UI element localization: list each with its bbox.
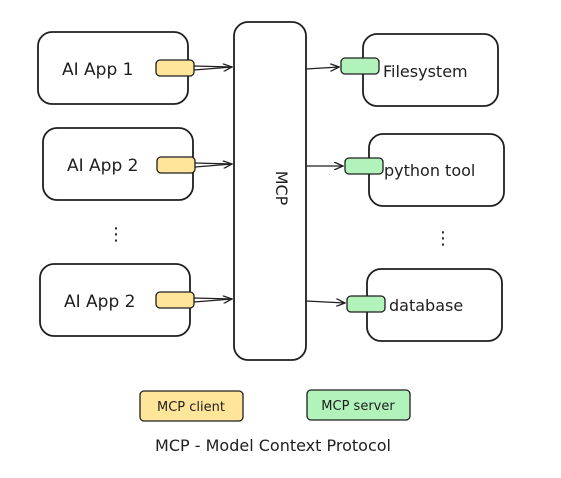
diagram-caption: MCP - Model Context Protocol <box>155 436 391 455</box>
server-arrow-3 <box>305 301 345 303</box>
mcp-client-connector <box>155 59 195 77</box>
server-node-database: database <box>346 268 503 342</box>
mcp-client-connector <box>155 291 195 309</box>
server-node-filesystem: Filesystem <box>340 33 499 107</box>
ai-app-label: AI App 2 <box>67 156 138 176</box>
legend-client-label: MCP client <box>157 400 225 415</box>
ai-app-label: AI App 1 <box>62 60 133 80</box>
mcp-hub-label: MCP <box>272 171 291 206</box>
server-label: python tool <box>384 161 475 180</box>
mcp-client-connector <box>156 156 196 174</box>
server-label: Filesystem <box>383 62 468 81</box>
ai-app-node-1: AI App 1 <box>37 31 195 105</box>
legend-server-label: MCP server <box>321 399 395 414</box>
legend-mcp-client: MCP client <box>139 390 244 422</box>
legend-mcp-server: MCP server <box>306 389 411 421</box>
client-arrow-1b <box>193 67 232 70</box>
servers-ellipsis: ⋮ <box>434 228 452 249</box>
legend: MCP client MCP server <box>139 389 411 422</box>
server-label: database <box>389 296 463 315</box>
mcp-hub: MCP <box>233 21 307 361</box>
mcp-server-connector <box>340 57 380 75</box>
mcp-server-connector <box>346 295 386 313</box>
ai-app-node-2: AI App 2 <box>42 127 196 201</box>
mcp-to-server-arrows <box>305 67 345 303</box>
ai-app-node-3: AI App 2 <box>39 263 195 337</box>
apps-ellipsis: ⋮ <box>107 224 125 245</box>
ai-app-label: AI App 2 <box>64 292 135 312</box>
client-arrow-3b <box>193 299 232 302</box>
server-node-python-tool: python tool <box>344 133 505 207</box>
mcp-server-connector <box>344 157 384 175</box>
server-arrow-1 <box>305 67 339 69</box>
client-to-mcp-arrows <box>193 66 232 302</box>
client-arrow-2b <box>194 164 232 167</box>
